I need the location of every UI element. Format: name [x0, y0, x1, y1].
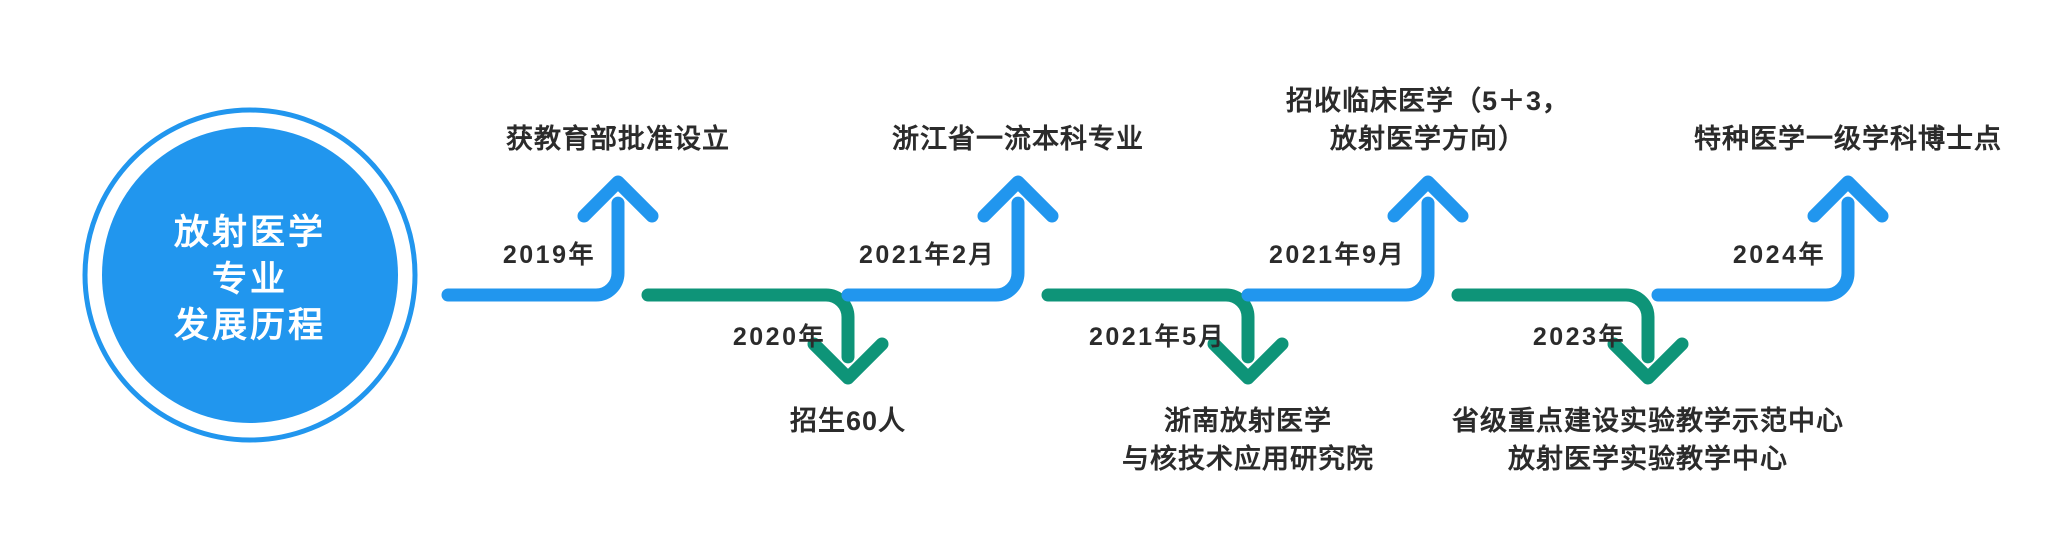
event-title-line: 省级重点建设实验教学示范中心 — [1452, 406, 1844, 436]
event-title-event-2020: 招生60人 — [498, 402, 1198, 440]
year-label-event-2021-05: 2021年5月 — [1088, 323, 1226, 351]
hub-outer-ring — [82, 107, 418, 443]
event-title-event-2023: 省级重点建设实验教学示范中心放射医学实验教学中心 — [1298, 402, 1998, 479]
year-label-event-2024: 2024年 — [1732, 241, 1826, 269]
timeline-connector-event-2019 — [441, 196, 625, 302]
event-title-event-2019: 获教育部批准设立 — [268, 120, 968, 158]
event-title-line: 放射医学实验教学中心 — [1508, 444, 1788, 475]
event-title-event-2024: 特种医学一级学科博士点 — [1498, 120, 2048, 158]
arrow-up-icon — [1387, 175, 1469, 223]
timeline-connector-event-2021-05 — [1041, 288, 1255, 364]
arrow-down-icon — [1607, 337, 1689, 385]
event-title-event-2021-09: 招收临床医学（5＋3， 放射医学方向） — [1078, 82, 1778, 159]
arrow-down-icon — [807, 337, 889, 385]
event-title-line: 浙江省一流本科专业 — [892, 124, 1144, 154]
arrow-up-icon — [577, 175, 659, 223]
event-title-event-2021-05: 浙南放射医学与核技术应用研究院 — [898, 402, 1598, 479]
timeline-connector-event-2020 — [641, 288, 855, 364]
event-title-line: 获教育部批准设立 — [506, 124, 730, 154]
timeline-connector-event-2024 — [1651, 196, 1855, 302]
event-title-event-2021-02: 浙江省一流本科专业 — [668, 120, 1368, 158]
event-title-line: 与核技术应用研究院 — [1122, 444, 1374, 475]
year-label-event-2021-09: 2021年9月 — [1268, 241, 1406, 269]
event-title-line: 招收临床医学（5＋3， — [1285, 86, 1571, 116]
event-title-line: 放射医学方向） — [1330, 124, 1526, 155]
timeline-connector-event-2021-09 — [1241, 196, 1435, 302]
year-label-event-2021-02: 2021年2月 — [858, 241, 996, 269]
year-label-event-2020: 2020年 — [732, 323, 826, 351]
year-label-event-2019: 2019年 — [502, 241, 596, 269]
year-label-event-2023: 2023年 — [1532, 323, 1626, 351]
arrow-layer — [441, 175, 1889, 385]
event-title-line: 浙南放射医学 — [1164, 406, 1332, 436]
event-title-line: 特种医学一级学科博士点 — [1694, 124, 2002, 154]
arrow-up-icon — [1807, 175, 1889, 223]
hub-inner-disc — [102, 127, 398, 423]
arrow-down-icon — [1207, 337, 1289, 385]
arrow-up-icon — [977, 175, 1059, 223]
timeline-connector-event-2023 — [1451, 288, 1655, 364]
timeline-connector-event-2021-02 — [841, 196, 1025, 302]
event-title-line: 招生60人 — [789, 406, 907, 436]
